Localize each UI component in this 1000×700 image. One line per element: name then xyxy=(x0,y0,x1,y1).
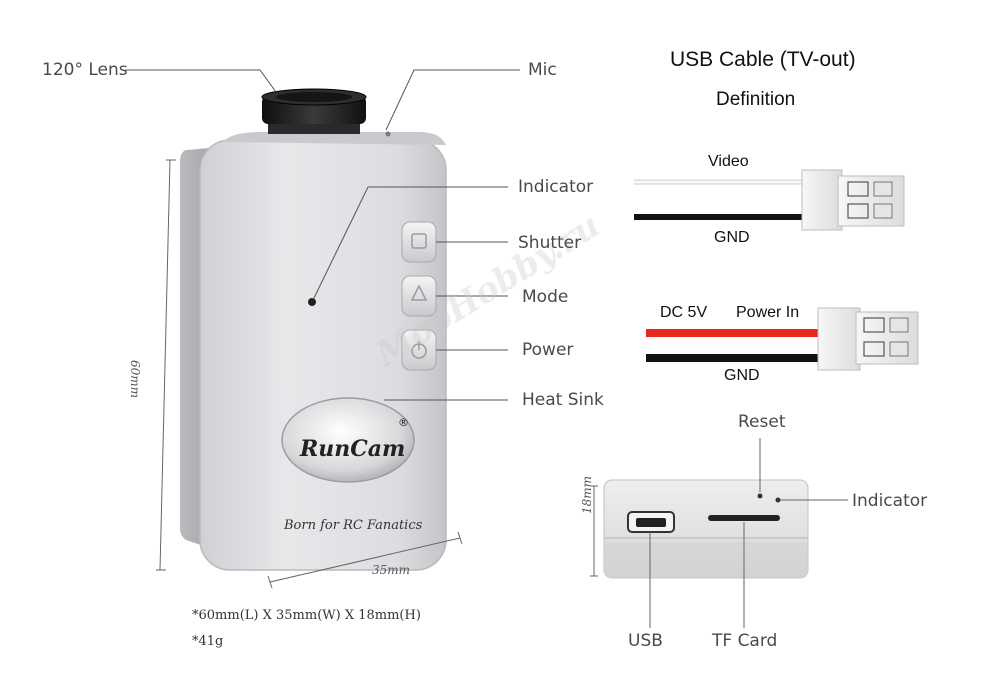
size-spec: *60mm(L) X 35mm(W) X 18mm(H) xyxy=(192,608,421,623)
heat-sink-plate xyxy=(281,397,415,483)
cable-title: USB Cable (TV-out) xyxy=(670,48,856,71)
usb-port xyxy=(627,511,675,533)
mode-label: Mode xyxy=(522,287,569,307)
indicator-led xyxy=(308,298,316,306)
indicator-label: Indicator xyxy=(518,177,594,197)
tv-gnd-wire-label: GND xyxy=(714,229,750,246)
power-connector xyxy=(817,307,919,371)
depth-dimension-label: 18mm xyxy=(580,475,594,514)
mic-label: Mic xyxy=(528,60,557,80)
reset-label: Reset xyxy=(738,412,786,432)
logo-text: RunCam xyxy=(300,436,406,462)
side-indicator-led xyxy=(775,497,781,503)
tv-out-cable xyxy=(634,169,905,231)
power-cable xyxy=(646,307,919,371)
mic-hole xyxy=(385,131,391,137)
height-dimension-label: 60mm xyxy=(128,360,142,399)
lens-label: 120° Lens xyxy=(42,60,128,80)
power-gnd-wire-label: GND xyxy=(724,367,760,384)
dimension-lines xyxy=(156,159,463,589)
tv-connector xyxy=(801,169,905,231)
power-label: Power xyxy=(522,340,574,360)
callout-lines xyxy=(125,69,520,401)
side-view-lines xyxy=(590,438,848,628)
lens xyxy=(261,88,367,134)
usb-label: USB xyxy=(628,631,663,651)
camera-front-view xyxy=(180,88,447,571)
dc5v-label: DC 5V xyxy=(660,304,708,321)
reset-hole xyxy=(757,493,763,499)
lens-callout-line xyxy=(125,69,277,93)
weight-spec: *41g xyxy=(192,634,224,649)
side-indicator-label: Indicator xyxy=(852,491,928,511)
shutter-label: Shutter xyxy=(518,233,582,253)
heat-sink-label: Heat Sink xyxy=(522,390,604,410)
camera-side-view xyxy=(603,479,809,579)
indicator-callout-line xyxy=(313,186,508,299)
tf-card-label: TF Card xyxy=(712,631,778,651)
power-in-label: Power In xyxy=(736,304,800,321)
mic-callout-line xyxy=(385,69,520,131)
runcam-logo: RunCam xyxy=(300,436,405,462)
registered-mark: ® xyxy=(398,416,409,429)
video-wire-label: Video xyxy=(708,153,749,170)
tf-card-slot xyxy=(708,515,780,521)
slogan: Born for RC Fanatics xyxy=(284,518,423,533)
width-dimension-label: 35mm xyxy=(372,563,411,577)
power-button xyxy=(401,329,437,371)
cable-subtitle: Definition xyxy=(716,89,796,110)
shutter-button xyxy=(401,221,437,263)
